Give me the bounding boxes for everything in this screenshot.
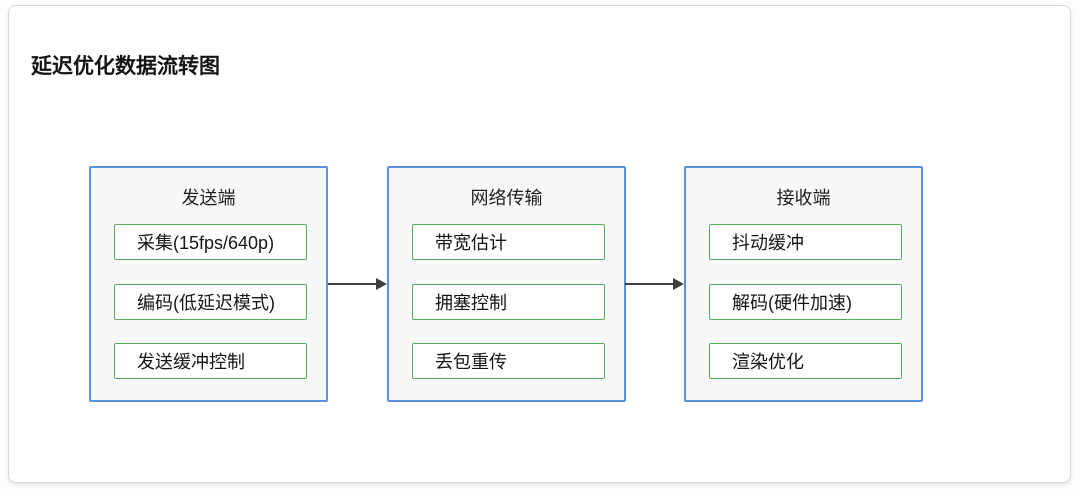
flow-node-decode: 解码(硬件加速) — [709, 284, 902, 320]
stage-receiver: 接收端 抖动缓冲 解码(硬件加速) 渲染优化 — [684, 166, 923, 402]
stage-sender: 发送端 采集(15fps/640p) 编码(低延迟模式) 发送缓冲控制 — [89, 166, 328, 402]
flow-node-congestion-control: 拥塞控制 — [412, 284, 605, 320]
flow-node-encode: 编码(低延迟模式) — [114, 284, 307, 320]
flow-node-packet-retransmit: 丢包重传 — [412, 343, 605, 379]
flow-arrow-line-network-to-receiver — [625, 283, 675, 285]
stage-network: 网络传输 带宽估计 拥塞控制 丢包重传 — [387, 166, 626, 402]
flow-arrow-head-network-to-receiver — [673, 278, 684, 290]
diagram-card: 延迟优化数据流转图 发送端 采集(15fps/640p) 编码(低延迟模式) 发… — [8, 5, 1071, 483]
flow-node-bandwidth-estimate: 带宽估计 — [412, 224, 605, 260]
flow-node-send-buffer: 发送缓冲控制 — [114, 343, 307, 379]
stage-sender-title: 发送端 — [181, 188, 236, 208]
diagram-title: 延迟优化数据流转图 — [31, 55, 220, 78]
flow-node-render-optimize: 渲染优化 — [709, 343, 902, 379]
flow-arrow-line-sender-to-network — [328, 283, 378, 285]
flow-node-jitter-buffer: 抖动缓冲 — [709, 224, 902, 260]
flow-node-capture: 采集(15fps/640p) — [114, 224, 307, 260]
stage-network-title: 网络传输 — [470, 188, 543, 208]
stage-receiver-title: 接收端 — [776, 188, 831, 208]
flow-arrow-head-sender-to-network — [376, 278, 387, 290]
